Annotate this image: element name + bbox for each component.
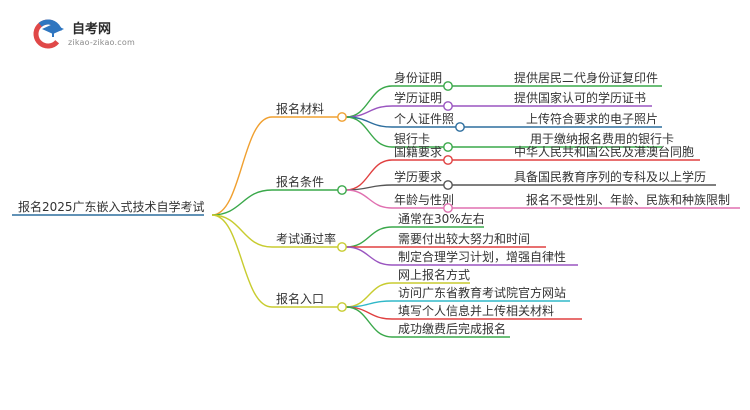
item-label-0-0: 身份证明 [394, 70, 442, 85]
site-logo[interactable]: 自考网 zikao-zikao.com [32, 16, 172, 56]
logo-brand: 自考网 [72, 22, 112, 37]
branch-topic-1: 报名条件 [276, 174, 324, 189]
item-label-1-2: 年龄与性别 [394, 193, 454, 207]
item-label-1-0: 国籍要求 [394, 144, 442, 159]
item-toggle-0-0[interactable] [443, 81, 453, 91]
item-label-1-1: 学历要求 [394, 169, 442, 184]
branch-toggle-1[interactable] [337, 185, 347, 195]
item-detail-0-0: 提供居民二代身份证复印件 [514, 70, 658, 85]
item-label-0-3: 银行卡 [394, 132, 430, 146]
item-label-2-2: 制定合理学习计划，增强自律性 [398, 249, 566, 264]
item-toggle-1-1[interactable] [443, 180, 453, 190]
mind-map-links [211, 85, 740, 338]
item-label-3-2: 填写个人信息并上传相关材料 [398, 303, 554, 318]
branch-topic-2: 考试通过率 [276, 231, 336, 246]
logo-domain: zikao-zikao.com [68, 38, 135, 47]
item-detail-1-2: 报名不受性别、年龄、民族和种族限制 [526, 192, 730, 207]
root-topic: 报名2025广东嵌入式技术自学考试 [18, 199, 205, 214]
item-detail-1-1: 具备国民教育序列的专科及以上学历 [514, 169, 706, 184]
item-label-2-0: 通常在30%左右 [398, 211, 485, 226]
mind-map-nodes: 报名2025广东嵌入式技术自学考试 报名材料 身份证明 提供居民二代身份证复印件学历证… [12, 70, 730, 336]
item-toggle-1-0[interactable] [443, 155, 453, 165]
branch-topic-0: 报名材料 [276, 101, 324, 116]
item-label-0-1: 学历证明 [394, 90, 442, 105]
item-label-3-0: 网上报名方式 [398, 267, 470, 282]
item-label-3-3: 成功缴费后完成报名 [398, 321, 506, 336]
item-toggle-0-3[interactable] [443, 142, 453, 152]
branch-toggle-3[interactable] [337, 302, 347, 312]
item-toggle-0-1[interactable] [443, 101, 453, 111]
item-detail-0-1: 提供国家认可的学历证书 [514, 90, 646, 105]
item-detail-0-3: 用于缴纳报名费用的银行卡 [530, 131, 674, 146]
item-label-3-1: 访问广东省教育考试院官方网站 [398, 285, 566, 300]
item-label-0-2: 个人证件照 [394, 112, 454, 126]
branch-toggle-2[interactable] [337, 242, 347, 252]
branch-toggle-0[interactable] [337, 112, 347, 122]
item-label-2-1: 需要付出较大努力和时间 [398, 231, 530, 246]
item-detail-0-2: 上传符合要求的电子照片 [526, 111, 658, 126]
item-toggle-0-2[interactable] [455, 122, 465, 132]
graduation-cap-icon [33, 19, 64, 49]
branch-topic-3: 报名入口 [276, 291, 324, 306]
item-toggle-1-2[interactable] [443, 203, 453, 213]
item-detail-1-0: 中华人民共和国公民及港澳台同胞 [514, 144, 694, 159]
